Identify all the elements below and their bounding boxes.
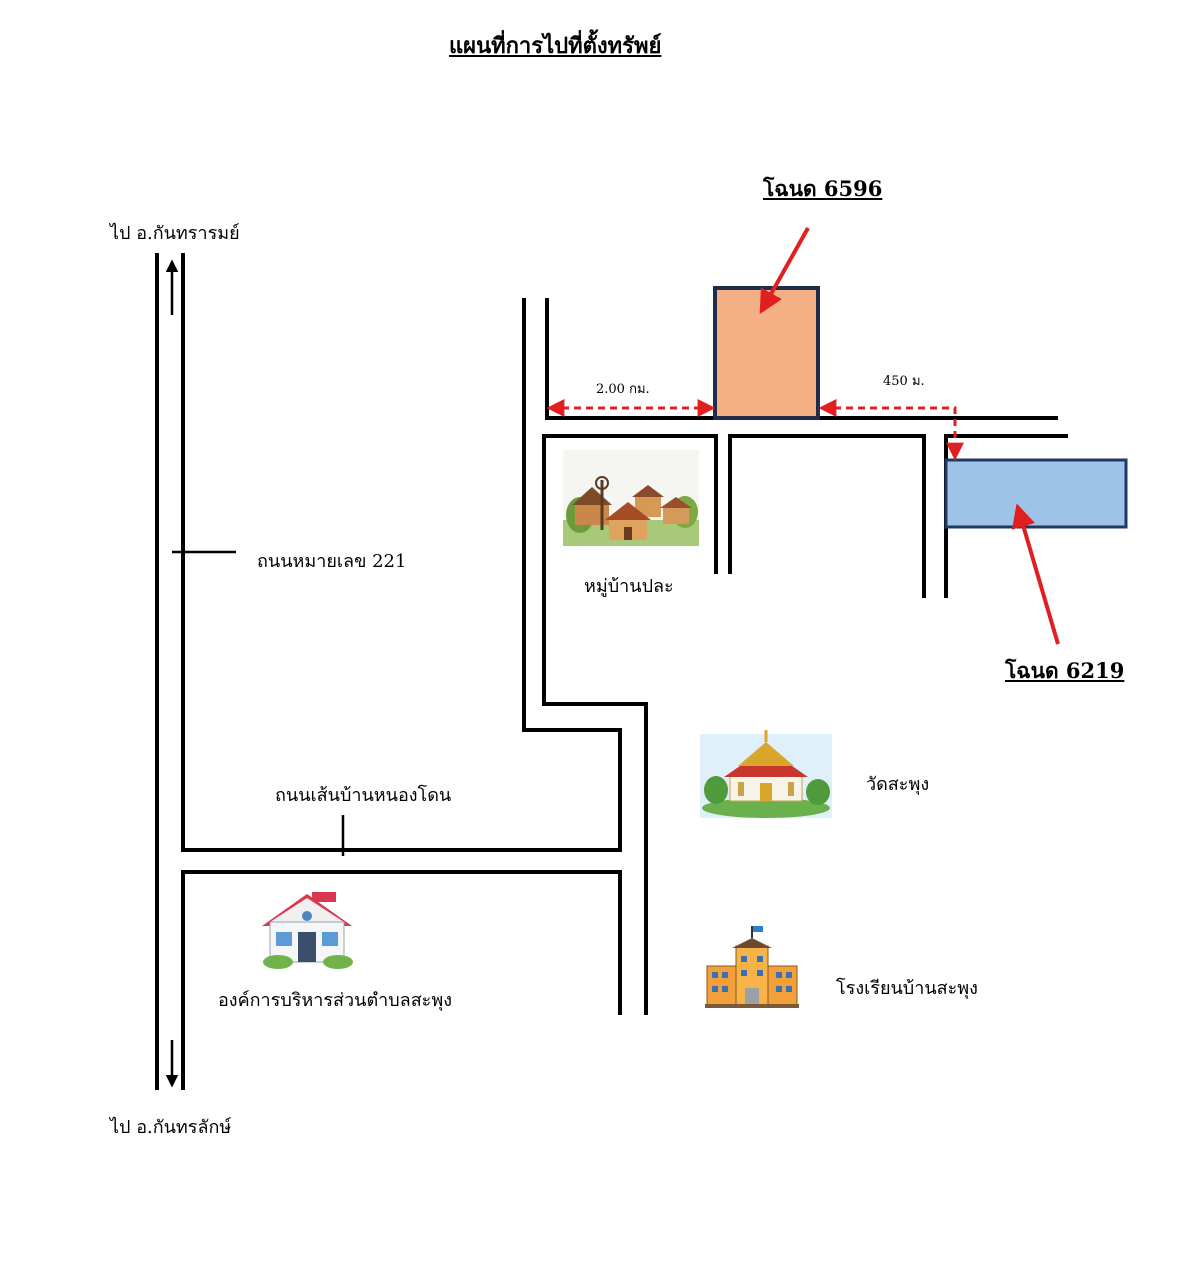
village-road-label: ถนนเส้นบ้านหนองโดน [275, 785, 452, 806]
deed-6596-plot [713, 286, 820, 420]
page-title: แผนที่การไปที่ตั้งทรัพย์ [449, 33, 662, 59]
temple-picture-icon [700, 730, 832, 818]
highway-221-label: ถนนหมายเลข 221 [257, 551, 407, 572]
school-label: โรงเรียนบ้านสะพุง [836, 978, 978, 999]
distance-right-label: 450 ม. [883, 374, 925, 389]
deed-6219-pointer-arrow [1011, 503, 1060, 645]
village-label: หมู่บ้านปละ [584, 576, 674, 597]
distance-right-arrow [818, 399, 964, 461]
distance-left-label: 2.00 กม. [596, 382, 650, 397]
deed-6219-plot [944, 458, 1128, 529]
temple-label: วัดสะพุง [866, 774, 930, 795]
house-picture-icon [262, 892, 353, 969]
direction-south-label: ไป อ.กันทรลักษ์ [110, 1117, 232, 1138]
direction-north-label: ไป อ.กันทรารมย์ [110, 223, 240, 244]
deed-6219-label: โฉนด 6219 [1005, 658, 1125, 683]
highway-221-road [155, 253, 622, 1090]
deed-6596-label: โฉนด 6596 [763, 176, 883, 201]
sao-label: องค์การบริหารส่วนตำบลสะพุง [218, 990, 453, 1011]
school-picture-icon [705, 926, 799, 1008]
deed-6596-pointer-arrow [759, 227, 810, 315]
village-picture-icon [563, 450, 699, 546]
